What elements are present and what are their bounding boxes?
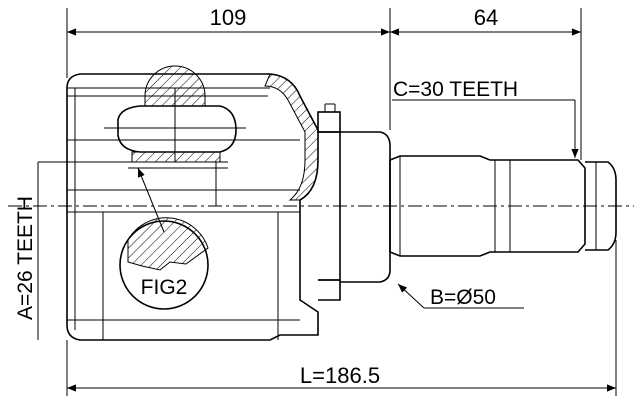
callout-a: A=26 TEETH [14, 161, 134, 340]
shaft-length-label: 64 [474, 5, 498, 30]
top-dimensions: 109 64 [66, 5, 582, 160]
outer-housing [66, 73, 319, 341]
shaft [389, 155, 617, 257]
outer-spline-label: C=30 TEETH [393, 78, 518, 101]
callout-b: B=Ø50 [397, 283, 524, 309]
ball-cage [104, 65, 246, 206]
bottom-dimension: L=186.5 [66, 240, 617, 396]
callout-c: C=30 TEETH [392, 78, 579, 158]
shaft-diameter-label: B=Ø50 [430, 286, 496, 309]
outer-length-label: 109 [210, 5, 247, 30]
inner-spline-label: A=26 TEETH [14, 196, 37, 320]
fig2-detail: FIG2 [119, 167, 209, 310]
shaft-flange [317, 103, 391, 301]
fig2-label: FIG2 [141, 276, 188, 299]
total-length-label: L=186.5 [300, 363, 380, 388]
